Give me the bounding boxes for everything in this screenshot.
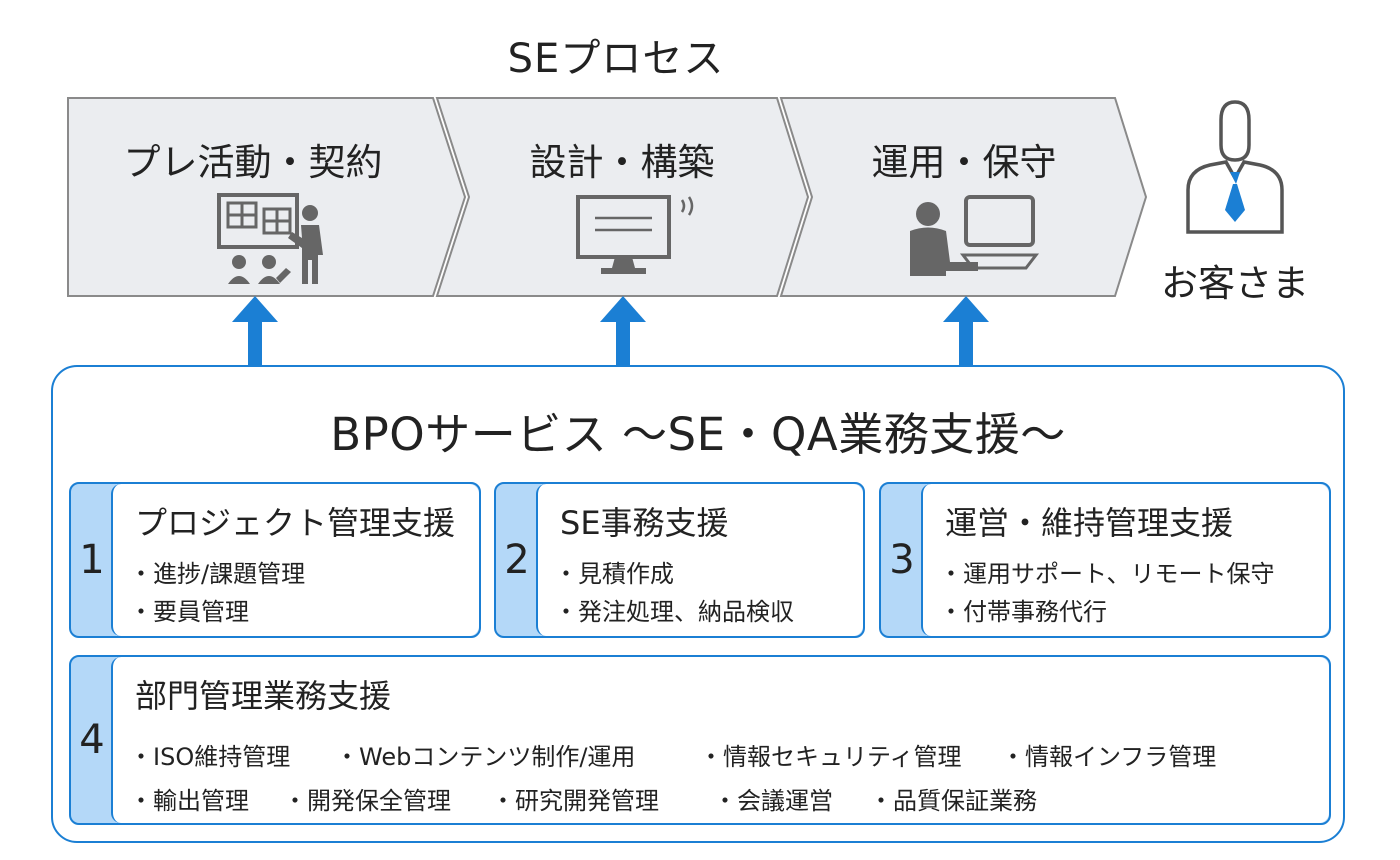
service-card-project-management: 1 プロジェクト管理支援 進捗/課題管理 要員管理 (69, 482, 481, 638)
stage-label-design-build: 設計・構築 (529, 141, 715, 184)
service-body: 運営・維持管理支援 運用サポート、リモート保守 付帯事務代行 (921, 484, 1329, 636)
service-number: 2 (504, 537, 530, 583)
service-card-se-office: 2 SE事務支援 見積作成 発注処理、納品検収 (494, 482, 865, 638)
service-item: 研究開発管理 (491, 781, 659, 816)
stage-label-pre-activity: プレ活動・契約 (123, 141, 383, 184)
service-item: 開発保全管理 (283, 781, 451, 816)
service-item: 発注処理、納品検収 (554, 592, 794, 627)
service-title: 部門管理業務支援 (135, 677, 392, 715)
service-item: 品質保証業務 (869, 781, 1037, 816)
service-title: 運営・維持管理支援 (945, 504, 1234, 542)
service-title: SE事務支援 (560, 504, 729, 542)
service-card-department-management: 4 部門管理業務支援 ISO維持管理 Webコンテンツ制作/運用 情報セキュリテ… (69, 655, 1331, 825)
service-item: Webコンテンツ制作/運用 (335, 737, 635, 772)
service-item: ISO維持管理 (129, 737, 290, 772)
service-body: SE事務支援 見積作成 発注処理、納品検収 (536, 484, 863, 636)
service-number: 4 (79, 717, 105, 763)
stage-label-operation: 運用・保守 (871, 141, 1057, 184)
service-item: 輸出管理 (129, 781, 249, 816)
monitor-icon (576, 195, 694, 274)
service-item: 要員管理 (129, 592, 249, 627)
service-item: 進捗/課題管理 (129, 554, 305, 589)
service-body: プロジェクト管理支援 進捗/課題管理 要員管理 (111, 484, 479, 636)
service-item: 情報インフラ管理 (1001, 737, 1216, 772)
process-diagram (67, 97, 1284, 366)
service-body: 部門管理業務支援 ISO維持管理 Webコンテンツ制作/運用 情報セキュリティ管… (111, 657, 1329, 823)
arrow-to-pre-activity (232, 296, 278, 366)
service-title: プロジェクト管理支援 (135, 504, 456, 542)
service-number: 1 (79, 537, 105, 583)
presentation-icon (217, 193, 323, 284)
process-title: SEプロセス (507, 36, 725, 82)
service-number: 3 (889, 537, 915, 583)
service-card-operation-maintenance: 3 運営・維持管理支援 運用サポート、リモート保守 付帯事務代行 (879, 482, 1331, 638)
service-item: 見積作成 (554, 554, 674, 589)
bpo-title: BPOサービス 〜SE・QA業務支援〜 (330, 408, 1066, 461)
service-item: 会議運営 (713, 781, 833, 816)
operator-at-computer-icon (910, 195, 1040, 276)
arrow-to-design-build (600, 296, 646, 366)
customer-label: お客さま (1161, 262, 1309, 305)
arrow-to-operation (943, 296, 989, 366)
service-item: 情報セキュリティ管理 (699, 737, 962, 772)
service-item: 運用サポート、リモート保守 (939, 554, 1275, 589)
service-item: 付帯事務代行 (939, 592, 1107, 627)
customer-icon (1186, 100, 1284, 234)
stage-chevron-operation (779, 97, 1148, 297)
